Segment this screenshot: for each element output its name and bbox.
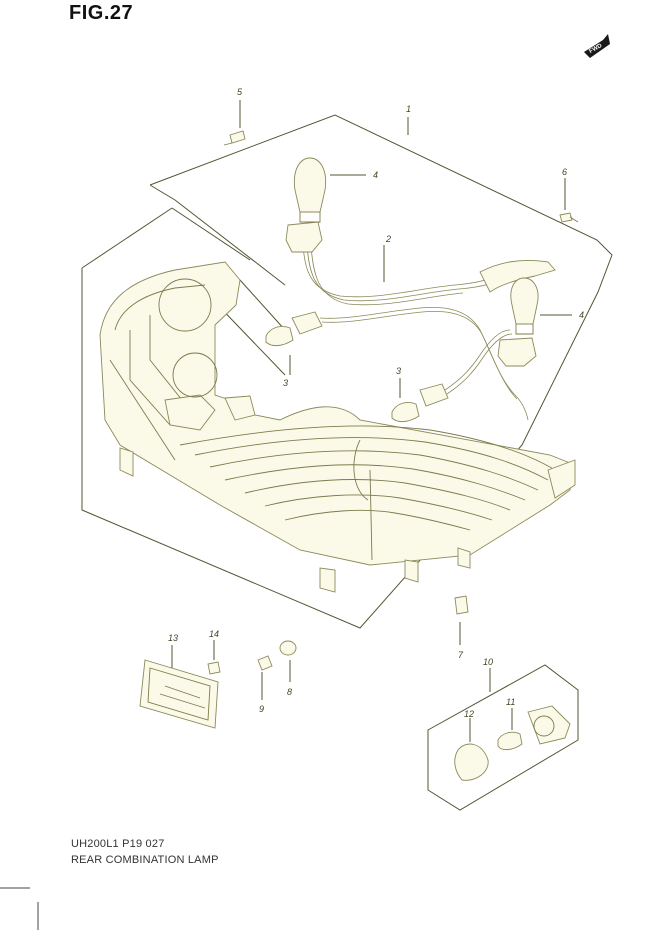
callout-4-right: 4 [579,310,584,320]
callout-13: 13 [168,633,178,643]
corner-mark [0,887,39,930]
bulb-11 [497,731,523,751]
callout-4-upper: 4 [373,170,378,180]
bulb-4-right [510,277,539,335]
lamp-housing [99,261,576,593]
figure-title: FIG.27 [69,2,134,24]
callout-6: 6 [562,167,567,177]
callout-3-right: 3 [396,366,401,376]
callout-10: 10 [483,657,493,667]
callout-8: 8 [287,687,292,697]
nut-14 [207,661,221,675]
callout-11: 11 [506,697,515,707]
callout-3-left: 3 [283,378,288,388]
screw-9 [257,655,273,671]
assembly-outline-1 [81,114,613,629]
screw-6 [559,212,579,223]
box-10 [427,664,579,811]
wiring-harness-2 [285,221,556,421]
callout-14: 14 [209,629,219,639]
callout-5: 5 [237,87,243,97]
bulb-3-right [391,401,420,423]
footer-name: REAR COMBINATION LAMP [71,854,219,866]
fwd-arrow-icon: FWD [584,34,610,58]
bulb-3-left [265,325,294,347]
callout-7: 7 [458,650,464,660]
washer-8 [279,640,297,656]
callout-12: 12 [464,709,474,719]
lens-12 [454,743,489,781]
bulb-4-upper [293,157,327,223]
screw-5 [223,130,246,146]
reflector-13 [139,659,219,729]
callout-2-label: 2 [385,234,391,244]
callout-1: 1 [406,104,411,114]
callout-9: 9 [259,704,264,714]
socket-10 [527,705,571,745]
nut-7 [454,595,469,615]
footer-code: UH200L1 P19 027 [71,838,165,850]
leader-lines [171,100,572,742]
